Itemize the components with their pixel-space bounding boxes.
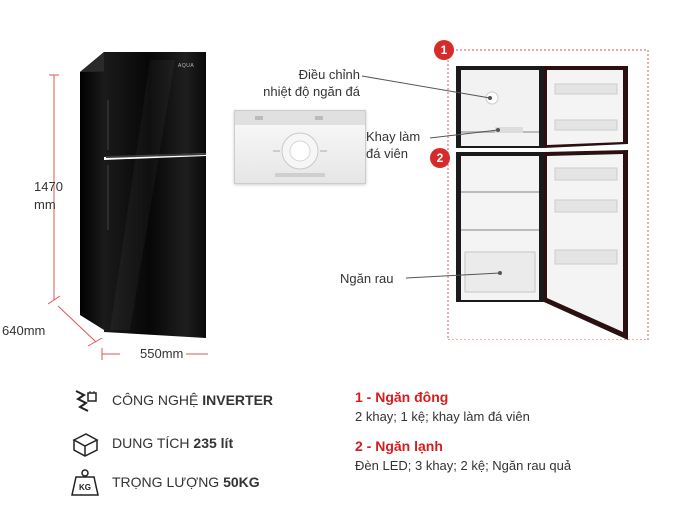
section-fridge-title: 2 - Ngăn lạnh [355,438,443,454]
ice-tray-callout: Khay làm đá viên [366,129,421,161]
inverter-chip-icon [75,390,97,412]
depth-label: 640mm [2,323,46,338]
temp-control-inset [234,110,366,184]
badge-freezer: 1 [434,40,454,60]
weight-kg-icon: KG [71,469,99,496]
fridge-closed-illustration [80,52,207,338]
width-dimension-line [101,348,208,360]
width-label: 550mm [140,346,184,361]
spec-weight-label: TRỌNG LƯỢNG 50KG [112,474,260,490]
brand-logo: AQUA [178,63,195,69]
badge-fridge: 2 [430,148,450,168]
fridge-open-illustration [447,49,649,340]
spec-capacity-label: DUNG TÍCH 235 lít [112,435,234,451]
fridge-product-view: AQUA 1470 mm 640mm 550mm [0,0,230,370]
spec-inverter: CÔNG NGHỆ INVERTER [70,385,273,415]
temp-control-callout: Điều chỉnh nhiệt độ ngăn đá [263,67,360,99]
weight-icon-text: KG [79,483,91,492]
height-dimension-line [47,74,61,305]
height-value: 1470 [34,179,63,194]
spec-capacity: DUNG TÍCH 235 lít [70,428,233,458]
section-freezer-desc: 2 khay; 1 kệ; khay làm đá viên [355,409,530,424]
section-freezer: 1 - Ngăn đông 2 khay; 1 kệ; khay làm đá … [355,389,530,424]
depth-dimension-line [57,305,103,347]
section-freezer-title: 1 - Ngăn đông [355,389,449,405]
control-dial-illustration [235,111,365,177]
height-unit: mm [34,197,56,212]
capacity-box-icon [72,433,99,457]
spec-inverter-label: CÔNG NGHỆ INVERTER [112,392,274,408]
height-label: 1470 mm [34,178,63,214]
spec-weight: KG TRỌNG LƯỢNG 50KG [70,467,260,497]
section-fridge: 2 - Ngăn lạnh Đèn LED; 3 khay; 2 kệ; Ngă… [355,438,571,473]
section-fridge-desc: Đèn LED; 3 khay; 2 kệ; Ngăn rau quả [355,458,572,473]
vegetable-callout: Ngăn rau [340,271,394,286]
